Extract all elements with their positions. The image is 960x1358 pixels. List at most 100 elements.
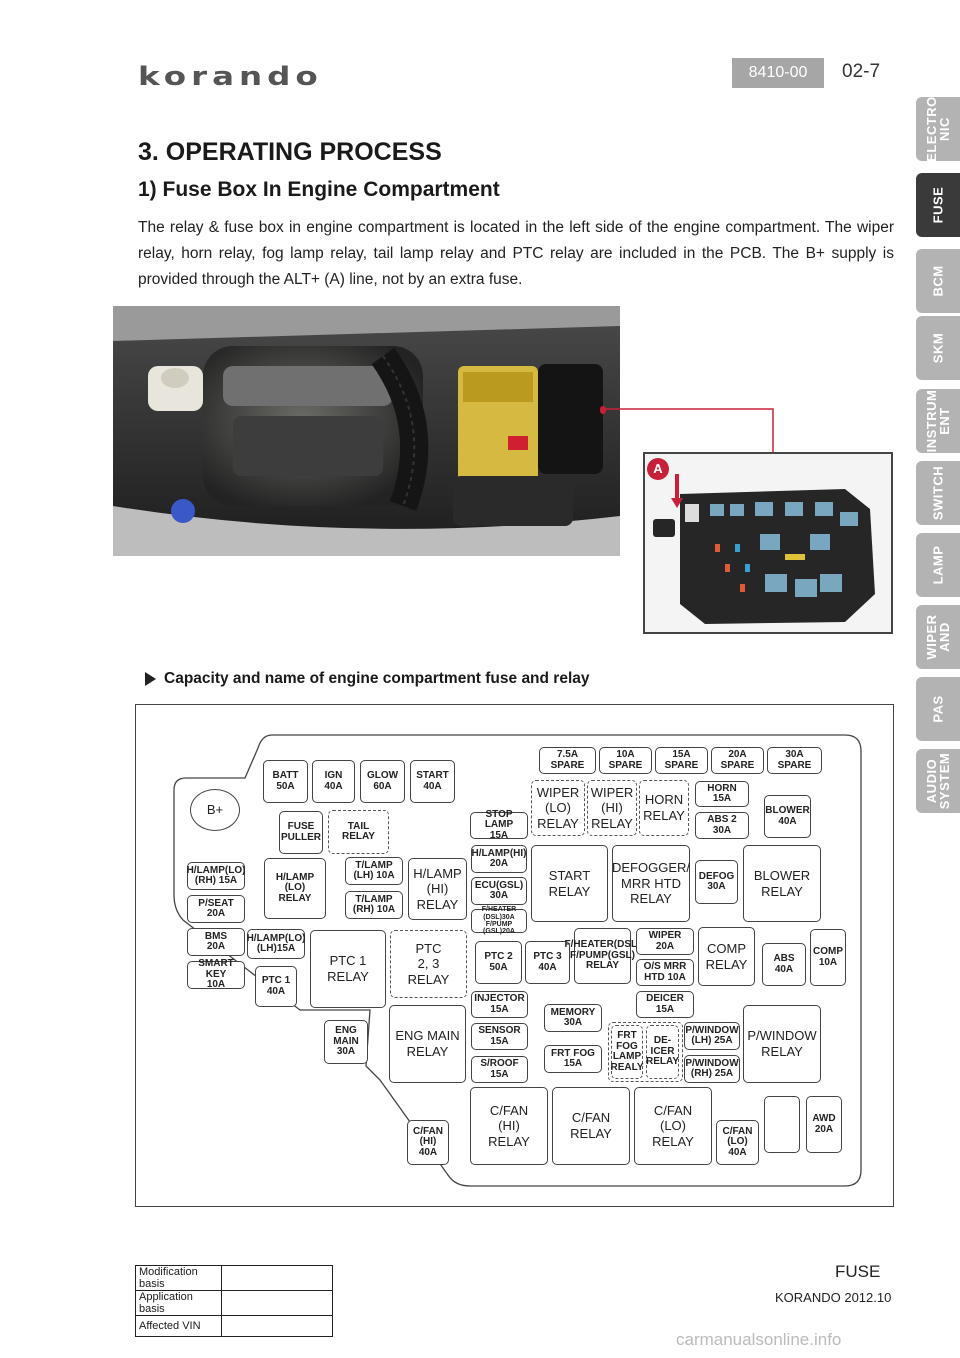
- fuse-c-fan-hi: C/FAN (HI) 40A: [407, 1120, 449, 1165]
- diagram-caption: Capacity and name of engine compartment …: [164, 670, 590, 687]
- fuse-puller: FUSE PULLER: [279, 811, 323, 854]
- engine-compartment-photo: [113, 306, 620, 556]
- brand-logo: korando: [138, 62, 323, 92]
- fuse-hlamp-hi: H/LAMP(HI) 20A: [471, 845, 527, 873]
- relay-wiper-hi: WIPER (HI) RELAY: [587, 780, 637, 836]
- fuse-c-fan-lo: C/FAN (LO) 40A: [716, 1120, 759, 1165]
- modification-basis-value: [221, 1265, 333, 1291]
- relay-ptc1: PTC 1 RELAY: [310, 930, 386, 1008]
- relay-tail: TAIL RELAY: [328, 810, 389, 854]
- fuse-spare-10a: 10A SPARE: [599, 747, 652, 774]
- fuse-stop-lamp: STOP LAMP 15A: [470, 809, 528, 841]
- relay-wiper-lo: WIPER (LO) RELAY: [531, 780, 585, 836]
- page-number: 02-7: [842, 61, 881, 82]
- fuse-bms: BMS 20A: [187, 928, 245, 956]
- table-row: Modification basis: [135, 1265, 333, 1291]
- footer-model: KORANDO 2012.10: [775, 1290, 892, 1305]
- fuse-p-window-rh: P/WINDOW (RH) 25A: [684, 1055, 740, 1083]
- fuse-box-outline: [173, 734, 862, 1187]
- relay-f-heater-f-pump: F/HEATER(DSL) F/PUMP(GSL) RELAY: [565, 928, 640, 984]
- fuse-defog: DEFOG 30A: [695, 860, 738, 904]
- fuse-s-roof: S/ROOF 15A: [471, 1056, 528, 1083]
- fuse-awd: AWD 20A: [806, 1096, 842, 1153]
- fuse-ptc3: PTC 3 40A: [525, 941, 570, 984]
- caption-arrow-icon: [145, 672, 156, 686]
- tab-pas[interactable]: PAS: [916, 677, 960, 741]
- fuse-memory: MEMORY 30A: [544, 1004, 602, 1032]
- fuse-ptc1: PTC 1 40A: [255, 966, 297, 1007]
- relay-c-fan-hi: C/FAN (HI) RELAY: [470, 1087, 548, 1165]
- fuse-tlamp-lh: T/LAMP (LH) 10A: [345, 857, 403, 885]
- fuse-spare-20a: 20A SPARE: [711, 747, 764, 774]
- affected-vin-label: Affected VIN: [135, 1315, 222, 1337]
- modification-basis-label: Modification basis: [135, 1265, 222, 1291]
- relay-hlamp-hi: H/LAMP (HI) RELAY: [408, 858, 467, 920]
- fuse-blower: BLOWER 40A: [764, 795, 811, 838]
- footer-section: FUSE: [835, 1262, 881, 1281]
- fuse-start: START 40A: [410, 760, 455, 803]
- description-paragraph: The relay & fuse box in engine compartme…: [138, 219, 894, 288]
- relay-horn: HORN RELAY: [639, 780, 689, 836]
- tab-fuse[interactable]: FUSE: [916, 173, 960, 237]
- fuse-hlamp-lo-rh: H/LAMP(LO) (RH) 15A: [187, 862, 245, 890]
- fuse-p-seat: P/SEAT 20A: [187, 895, 245, 923]
- fuse-p-window-lh: P/WINDOW (LH) 25A: [684, 1022, 740, 1050]
- tab-instrument[interactable]: INSTRUM ENT: [916, 389, 960, 453]
- tab-lamp[interactable]: LAMP: [916, 533, 960, 597]
- fuse-batt: BATT 50A: [263, 760, 308, 803]
- relay-comp: COMP RELAY: [698, 927, 755, 986]
- relay-hlamp-lo: H/LAMP (LO) RELAY: [264, 858, 326, 919]
- fuse-deicer: DEICER 15A: [636, 991, 694, 1018]
- tab-audio-system[interactable]: AUDIO SYSTEM: [916, 749, 960, 813]
- fuse-abs: ABS 40A: [762, 943, 806, 986]
- relay-start: START RELAY: [531, 845, 608, 922]
- fuse-box-illustration: [645, 454, 891, 632]
- fuse-f-heater-f-pump: F/HEATER (DSL)30A F/PUMP (GSL)20A: [471, 906, 527, 935]
- fuse-spare-15a: 15A SPARE: [655, 747, 708, 774]
- relay-frt-fog-lamp: FRT FOG LAMP REALY: [611, 1025, 644, 1079]
- relay-ptc-2-3: PTC 2, 3 RELAY: [390, 930, 467, 998]
- fuse-spare-7-5a: 7.5A SPARE: [539, 747, 596, 774]
- fuse-os-mrr-htd: O/S MRR HTD 10A: [636, 959, 694, 986]
- fuse-wiper: WIPER 20A: [636, 928, 694, 955]
- fuse-ign: IGN 40A: [312, 760, 355, 803]
- tab-bcm[interactable]: BCM: [916, 249, 960, 313]
- tab-electronic[interactable]: ELECTRO NIC: [916, 96, 960, 162]
- relay-defogger-mrr-htd: DEFOGGER/ MRR HTD RELAY: [612, 845, 690, 922]
- fuse-spare-30a: 30A SPARE: [767, 747, 822, 774]
- empty-slot: [764, 1096, 800, 1153]
- application-basis-label: Application basis: [135, 1290, 222, 1316]
- relay-eng-main: ENG MAIN RELAY: [389, 1005, 466, 1083]
- fuse-abs2: ABS 2 30A: [695, 812, 749, 839]
- fuse-frt-fog: FRT FOG 15A: [544, 1045, 602, 1073]
- fuse-injector: INJECTOR 15A: [471, 991, 528, 1018]
- relay-c-fan-lo: C/FAN (LO) RELAY: [634, 1087, 712, 1165]
- tab-wiper-and[interactable]: WIPER AND: [916, 605, 960, 669]
- tab-switch[interactable]: SWITCH: [916, 461, 960, 525]
- fuse-sensor: SENSOR 15A: [471, 1023, 528, 1050]
- tab-skm[interactable]: SKM: [916, 316, 960, 380]
- section-title: 3. OPERATING PROCESS: [138, 138, 442, 166]
- watermark: carmanualsonline.info: [676, 1330, 842, 1349]
- fuse-ecu-gsl: ECU(GSL) 30A: [471, 877, 527, 905]
- relay-c-fan: C/FAN RELAY: [552, 1087, 630, 1165]
- fuse-ptc2: PTC 2 50A: [475, 941, 522, 984]
- fuse-glow: GLOW 60A: [360, 760, 405, 803]
- application-basis-value: [221, 1290, 333, 1316]
- relay-p-window: P/WINDOW RELAY: [743, 1005, 821, 1083]
- engine-illustration: [113, 306, 620, 556]
- basis-table: Modification basis Application basis Aff…: [135, 1265, 333, 1337]
- subsection-title: 1) Fuse Box In Engine Compartment: [138, 178, 500, 201]
- document-code-badge: 8410-00: [732, 58, 824, 88]
- fuse-box-inset: A: [643, 452, 893, 634]
- fuse-smart-key: SMART KEY 10A: [187, 959, 245, 990]
- fuse-eng-main: ENG MAIN 30A: [324, 1020, 368, 1064]
- relay-deicer: DE- ICER RELAY: [646, 1025, 679, 1079]
- fuse-tlamp-rh: T/LAMP (RH) 10A: [345, 891, 403, 919]
- fuse-relay-diagram-frame: [135, 704, 894, 1207]
- relay-blower: BLOWER RELAY: [743, 845, 821, 922]
- fuse-horn: HORN 15A: [695, 781, 749, 807]
- fuse-hlamp-lo-lh: H/LAMP(LO) (LH)15A: [247, 929, 305, 959]
- table-row: Affected VIN: [135, 1315, 333, 1337]
- fuse-comp: COMP 10A: [810, 929, 846, 986]
